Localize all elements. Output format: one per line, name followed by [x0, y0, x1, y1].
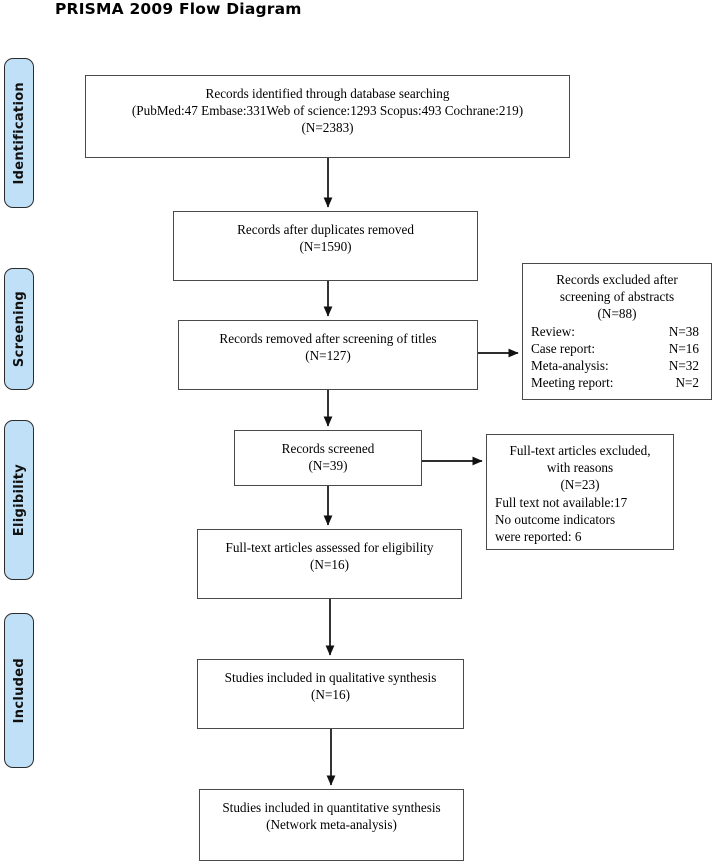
- box-fulltext-assessed: Full-text articles assessed for eligibil…: [197, 529, 462, 599]
- box-excluded-fulltext: Full-text articles excluded, with reason…: [486, 434, 674, 550]
- box-line: Records screened: [281, 441, 375, 456]
- box-line: (N=127): [305, 347, 351, 363]
- reason-count: N=2: [675, 375, 699, 391]
- reason-label: Case report:: [531, 340, 596, 356]
- box-line: Full-text articles assessed for eligibil…: [225, 540, 434, 555]
- stage-tab-eligibility[interactable]: Eligibility: [4, 420, 34, 580]
- exclusion-reason-list: Review: N=38 Case report: N=16 Meta-anal…: [531, 323, 705, 392]
- box-line: (N=16): [310, 556, 349, 572]
- reason-count: N=32: [668, 357, 699, 373]
- exclusion-reason-list: Full text not available:17 No outcome in…: [495, 494, 667, 545]
- box-line: (PubMed:47 Embase:331Web of science:1293…: [131, 102, 524, 118]
- reason-line: Full text not available:17: [495, 494, 628, 510]
- box-line: Full-text articles excluded,: [509, 443, 651, 458]
- box-records-removed-titles: Records removed after screening of title…: [178, 320, 478, 390]
- box-line: (N=1590): [299, 238, 352, 254]
- stage-tab-label: Identification: [11, 81, 27, 185]
- stage-tab-label: Included: [11, 657, 27, 724]
- box-line: (N=16): [311, 686, 350, 702]
- box-line: Records after duplicates removed: [237, 222, 414, 237]
- stage-tab-identification[interactable]: Identification: [4, 58, 34, 208]
- box-records-screened: Records screened (N=39): [234, 430, 422, 486]
- box-line: (N=2383): [301, 119, 354, 135]
- reason-label: Meta-analysis:: [531, 357, 609, 373]
- box-line: Studies included in quantitative synthes…: [222, 800, 441, 815]
- box-records-after-duplicates: Records after duplicates removed (N=1590…: [173, 211, 478, 281]
- stage-tab-label: Eligibility: [11, 463, 27, 537]
- exclusion-reason-row: Meeting report: N=2: [531, 374, 705, 391]
- box-line: Records identified through database sear…: [205, 86, 450, 101]
- stage-tab-label: Screening: [11, 290, 27, 368]
- box-line: Records removed after screening of title…: [219, 331, 437, 346]
- reason-line: were reported: 6: [495, 528, 582, 544]
- exclusion-reason-row: Meta-analysis: N=32: [531, 357, 705, 374]
- box-line: screening of abstracts: [559, 288, 675, 304]
- reason-count: N=16: [668, 340, 699, 356]
- box-line: (Network meta-analysis): [266, 816, 397, 832]
- stage-tab-screening[interactable]: Screening: [4, 268, 34, 390]
- reason-count: N=38: [668, 323, 699, 339]
- reason-label: Review:: [531, 323, 575, 339]
- box-line: Records excluded after: [556, 272, 678, 287]
- box-line: (N=39): [308, 457, 348, 473]
- exclusion-reason-row: Case report: N=16: [531, 340, 705, 357]
- box-line: (N=23): [560, 476, 600, 492]
- page-title: PRISMA 2009 Flow Diagram: [55, 0, 302, 18]
- box-excluded-abstracts: Records excluded after screening of abst…: [522, 263, 712, 400]
- box-quantitative-synthesis: Studies included in quantitative synthes…: [199, 789, 464, 861]
- box-records-identified: Records identified through database sear…: [85, 75, 570, 158]
- stage-tab-included[interactable]: Included: [4, 613, 34, 768]
- box-line: (N=88): [597, 305, 637, 321]
- reason-line: No outcome indicators: [495, 511, 616, 527]
- exclusion-reason-row: Review: N=38: [531, 323, 705, 340]
- box-qualitative-synthesis: Studies included in qualitative synthesi…: [197, 659, 464, 729]
- reason-label: Meeting report:: [531, 375, 614, 391]
- box-line: Studies included in qualitative synthesi…: [224, 670, 437, 685]
- box-line: with reasons: [546, 459, 614, 475]
